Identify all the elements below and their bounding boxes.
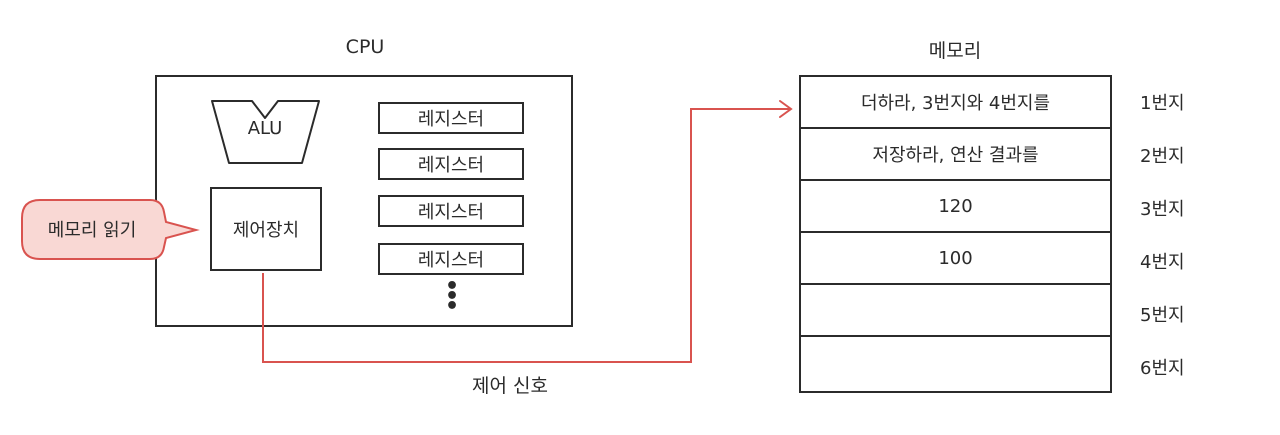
memory-cell-4: 100: [801, 233, 1110, 285]
memory-cell-2: 저장하라, 연산 결과를: [801, 129, 1110, 181]
control-signal-line: [262, 108, 790, 363]
control-signal-label: 제어 신호: [472, 375, 548, 397]
register-2: 레지스터: [378, 148, 524, 180]
address-label-5: 5번지: [1140, 305, 1185, 326]
memory-title: 메모리: [928, 40, 982, 62]
memory-cell-3: 120: [801, 181, 1110, 233]
register-4: 레지스터: [378, 243, 524, 275]
more-registers-indicator: •••: [444, 274, 460, 319]
alu-label: ALU: [247, 118, 283, 139]
control-unit-label: 제어장치: [232, 220, 300, 241]
cpu-title: CPU: [345, 36, 385, 58]
alu-shape: [211, 100, 320, 164]
callout-bubble-shape: [21, 199, 200, 260]
address-label-2: 2번지: [1140, 146, 1185, 167]
callout-text: 메모리 읽기: [47, 220, 137, 241]
memory-table: 더하라, 3번지와 4번지를 저장하라, 연산 결과를 120 100: [799, 75, 1112, 393]
memory-cell-1: 더하라, 3번지와 4번지를: [801, 77, 1110, 129]
register-1: 레지스터: [378, 102, 524, 134]
address-label-1: 1번지: [1140, 93, 1185, 114]
control-unit: 제어장치: [210, 187, 322, 271]
control-signal-arrowhead: [779, 100, 793, 118]
register-3: 레지스터: [378, 195, 524, 227]
memory-cell-5: [801, 285, 1110, 337]
address-label-4: 4번지: [1140, 252, 1185, 273]
address-label-3: 3번지: [1140, 199, 1185, 220]
memory-cell-6: [801, 337, 1110, 391]
address-label-6: 6번지: [1140, 358, 1185, 379]
